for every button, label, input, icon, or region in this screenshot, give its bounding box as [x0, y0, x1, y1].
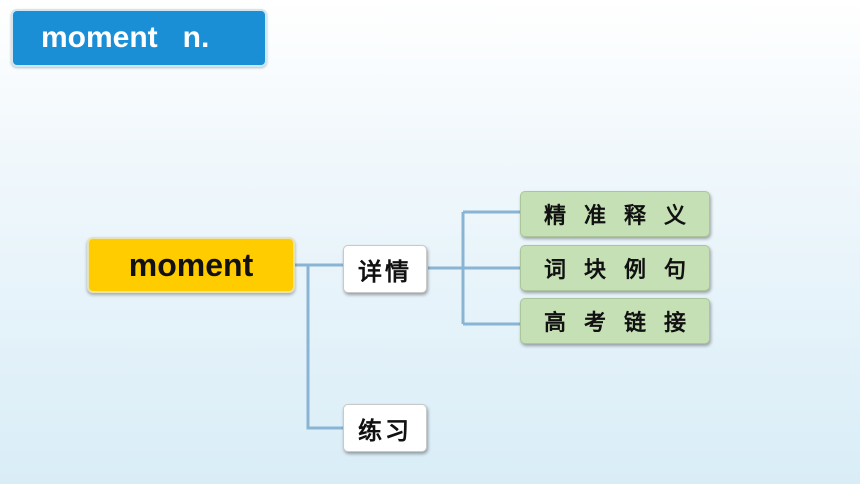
branch-practice[interactable]: 练习 [343, 404, 427, 452]
branch-details[interactable]: 详情 [343, 245, 427, 293]
leaf-chunk-examples[interactable]: 词块例句 [520, 245, 710, 291]
connector-root-trunk [306, 265, 343, 430]
page-title: moment n. [11, 9, 267, 67]
root-node[interactable]: moment [87, 237, 295, 293]
leaf-exam-links[interactable]: 高考链接 [520, 298, 710, 344]
leaf-precise-definition[interactable]: 精准释义 [520, 191, 710, 237]
